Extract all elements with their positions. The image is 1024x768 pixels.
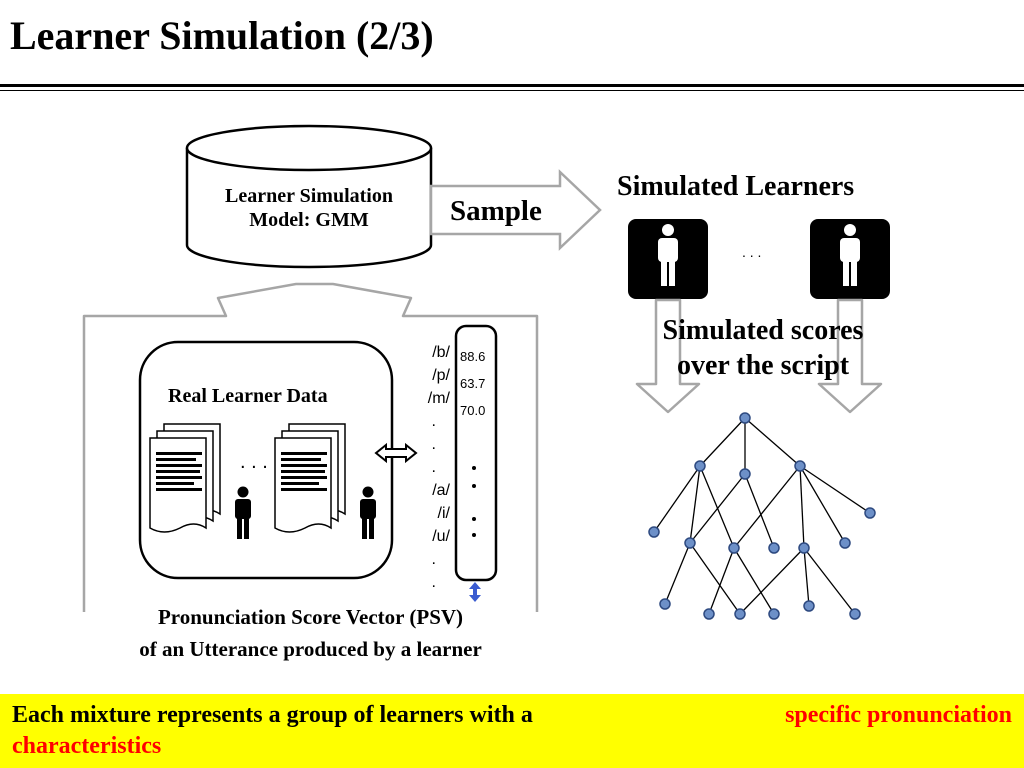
phoneme-label: /u/	[432, 528, 450, 545]
simulated-scores-label: Simulated scores over the script	[628, 313, 898, 383]
model-label-line1: Learner Simulation	[225, 185, 393, 207]
footer-highlight-bar: Each mixture represents a group of learn…	[0, 694, 1024, 768]
phoneme-label: /i/	[437, 505, 450, 522]
phoneme-label: /p/	[432, 367, 450, 384]
title-rule-thick	[0, 84, 1024, 87]
learner-document-stack-2	[274, 423, 346, 533]
gmm-model-cylinder	[185, 124, 433, 269]
psv-score-value: 88.6	[460, 349, 486, 364]
footer-line1: Each mixture represents a group of learn…	[12, 700, 1012, 731]
phoneme-label: /a/	[432, 482, 450, 499]
psv-link-arrow	[374, 442, 418, 464]
simulated-scores-line2: over the script	[676, 350, 850, 381]
phoneme-dot: .	[431, 551, 436, 568]
psv-phoneme-list: /b/ /p/ /m/ . . . /a/ /i/ /u/ . .	[414, 341, 450, 594]
phoneme-dot: .	[431, 413, 436, 430]
simulated-learners-label: Simulated Learners	[617, 171, 855, 202]
score-down-arrow-1	[635, 298, 701, 414]
script-score-tree	[653, 417, 871, 615]
real-learner-data-label: Real Learner Data	[168, 385, 328, 407]
scroll-updown-icon	[469, 582, 481, 602]
sample-label: Sample	[450, 195, 542, 227]
tree-nodes	[648, 412, 876, 620]
diagram-canvas	[82, 124, 890, 620]
real-learner-data-ellipsis: . . .	[240, 451, 268, 473]
psv-score-value: 63.7	[460, 376, 486, 391]
phoneme-dot: .	[431, 436, 436, 453]
psv-score-list: 88.6 63.7 70.0	[460, 343, 485, 424]
upward-double-arrow	[82, 282, 539, 612]
psv-vector-bracket	[454, 324, 498, 582]
footer-highlight-text: specific pronunciation	[785, 702, 1012, 728]
footer-text: Each mixture represents a group of learn…	[12, 702, 533, 728]
psv-ellipsis-dots	[472, 466, 476, 537]
score-down-arrow-2	[817, 298, 883, 414]
simulated-scores-line1: Simulated scores	[662, 315, 864, 346]
phoneme-dot: .	[431, 459, 436, 476]
phoneme-dot: .	[431, 574, 436, 591]
phoneme-label: /b/	[432, 344, 450, 361]
psv-caption-line2: of an Utterance produced by a learner	[139, 636, 482, 661]
psv-caption-line1: Pronunciation Score Vector (PSV)	[157, 605, 464, 629]
slide-title: Learner Simulation (2/3)	[10, 13, 434, 58]
psv-score-value: 70.0	[460, 403, 486, 418]
simulated-learner-icon-2	[810, 219, 890, 299]
model-label: Learner Simulation Model: GMM	[196, 184, 422, 232]
title-rule-thin	[0, 90, 1024, 91]
psv-caption: Pronunciation Score Vector (PSV) of an U…	[84, 602, 537, 665]
simulated-learner-icon-1	[628, 219, 708, 299]
simulated-learners-ellipsis: . . .	[742, 244, 762, 260]
phoneme-label: /m/	[427, 390, 450, 407]
sample-arrow	[429, 169, 602, 251]
learner-document-stack-1	[149, 423, 221, 533]
model-label-line2: Model: GMM	[249, 209, 369, 231]
footer-highlight-text-2: characteristics	[12, 733, 162, 760]
